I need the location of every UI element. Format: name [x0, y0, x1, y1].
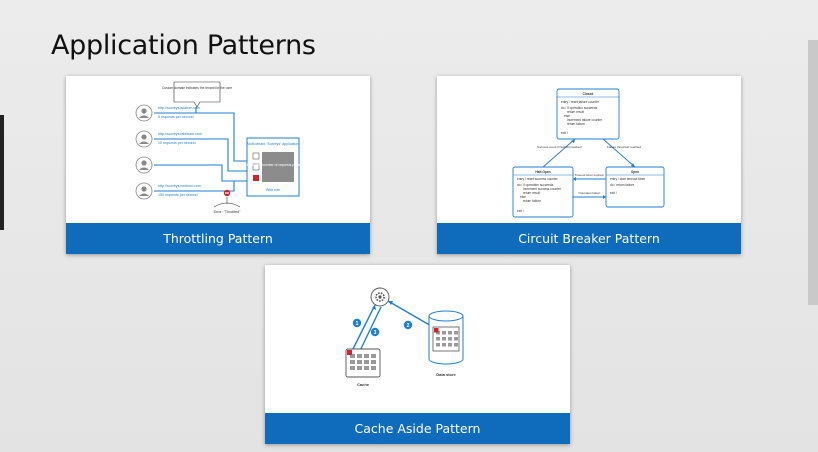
cache-aside-pattern-card[interactable]: 1 3 2 Cache: [265, 265, 570, 444]
web-role-label: Web role: [266, 188, 280, 192]
rate-fabrikam: 10 requests per second: [158, 141, 196, 145]
state-text: else: [564, 114, 570, 118]
step-2-label: 2: [407, 323, 410, 329]
state-text: exit /: [561, 131, 568, 135]
state-open: Open entry / start timeout timer do / re…: [605, 166, 665, 208]
window-edge-right: [808, 40, 818, 305]
throttling-pattern-card[interactable]: Custom domain indicates the tenant for t…: [66, 76, 370, 254]
state-half-open-title: Half-Open: [535, 170, 550, 174]
app-title: Multi-tenant "Surveys" application: [247, 142, 299, 146]
cache-grid: [345, 348, 381, 378]
state-closed: Closed entry / reset failure counter do …: [556, 88, 620, 140]
arrowheads: [372, 301, 393, 310]
cache-aside-diagram: 1 3 2 Cache: [345, 287, 464, 387]
rate-adatum: 5 requests per second: [158, 115, 194, 119]
tenant-url-fabrikam: http://surveys.fabrikam.com: [158, 132, 202, 136]
error-icon: [223, 189, 231, 197]
circuit-breaker-diagram: Closed entry / reset failure counter do …: [512, 88, 665, 218]
step-marker: 1: [352, 318, 362, 328]
state-text: increment failure counter: [567, 118, 603, 122]
state-text: exit /: [517, 209, 524, 213]
state-text: entry / start timeout timer: [610, 177, 646, 181]
gear-icon: [370, 287, 390, 307]
transition-arrows: [542, 138, 636, 198]
state-text: return result: [567, 110, 584, 114]
state-closed-title: Closed: [583, 92, 594, 96]
state-text: else: [520, 195, 526, 199]
step-3-label: 3: [374, 330, 377, 336]
state-text: return result: [523, 191, 540, 195]
web-role-box: Multi-tenant "Surveys" application Meter…: [246, 137, 309, 197]
throttled-callout: Error: "Throttled": [214, 210, 241, 214]
step-marker: 2: [403, 320, 413, 330]
slide-title: Application Patterns: [51, 30, 316, 61]
tenant-callout-text: Custom domain indicates the tenant for t…: [162, 86, 233, 90]
edge-failure-label: Failure threshold reached: [607, 145, 641, 149]
tenant-url-contoso: http://surveys.contoso.com: [158, 184, 201, 188]
throttling-pattern-title: Throttling Pattern: [66, 223, 370, 254]
meter-text: Meter the number of requests per second: [247, 163, 309, 167]
state-text: return failure: [567, 122, 585, 126]
cache-aside-pattern-title: Cache Aside Pattern: [265, 413, 570, 444]
state-text: do / if operation succeeds: [561, 106, 598, 110]
user-icon: [135, 130, 153, 148]
edge-success-label: Success count threshold reached: [537, 145, 582, 149]
state-open-title: Open: [631, 170, 639, 174]
request-arrows: [154, 107, 248, 192]
arrowheads: [571, 139, 635, 199]
circuit-breaker-pattern-title: Circuit Breaker Pattern: [437, 223, 741, 254]
data-store-icon: [428, 310, 464, 365]
circuit-breaker-pattern-card[interactable]: Closed entry / reset failure counter do …: [437, 76, 741, 254]
tenant-url-adatum: http://surveys.adatum.com: [158, 106, 200, 110]
step-1-label: 1: [356, 321, 359, 327]
throttling-diagram: Custom domain indicates the tenant for t…: [135, 81, 309, 214]
user-icon: [135, 156, 153, 174]
step-marker: 3: [370, 327, 380, 337]
state-text: do / if operation succeeds: [517, 183, 554, 187]
state-text: exit /: [610, 191, 617, 195]
rate-contoso: 150 requests per second: [158, 193, 198, 197]
window-edge-left: [0, 115, 4, 230]
state-text: return failure: [523, 199, 541, 203]
state-text: do / return failure: [610, 183, 634, 187]
state-half-open: Half-Open entry / reset success counter …: [512, 166, 574, 218]
state-text: entry / reset success counter: [517, 177, 559, 181]
cache-label: Cache: [357, 382, 370, 387]
user-icon: [135, 182, 153, 200]
tenant-callout: Custom domain indicates the tenant for t…: [162, 81, 233, 108]
state-text: increment success counter: [523, 187, 562, 191]
data-store-label: Data store: [436, 372, 456, 377]
user-icon: [135, 104, 153, 122]
edge-failed-label: Operation failed: [578, 191, 600, 195]
edge-timeout-label: Timeout timer expired: [575, 173, 604, 177]
state-text: entry / reset failure counter: [561, 100, 600, 104]
